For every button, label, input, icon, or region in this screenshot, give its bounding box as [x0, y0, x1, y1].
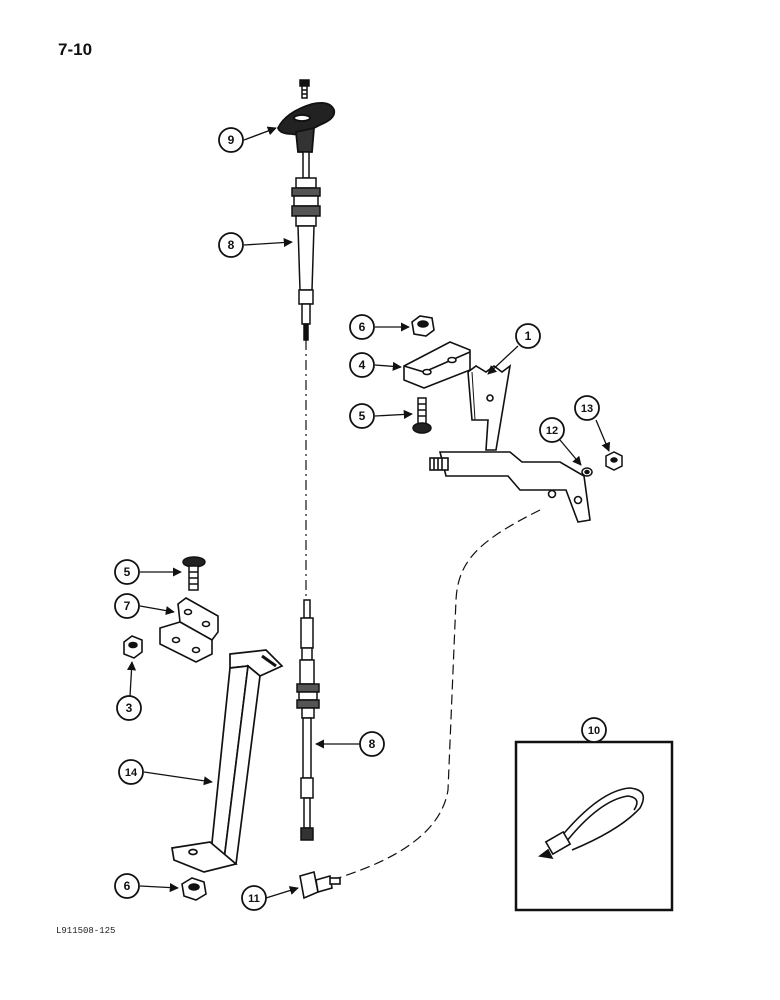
tie-strap-drawing [538, 787, 645, 860]
callout-label: 1 [525, 329, 532, 343]
clamp-plate-drawing [403, 341, 471, 389]
callout-label: 5 [124, 565, 131, 579]
page-number: 7-10 [58, 40, 93, 59]
lower-cable-drawing [296, 599, 320, 841]
callout-label: 8 [369, 737, 376, 751]
left-nut-drawing [123, 635, 143, 659]
callout-7: 7 [114, 593, 140, 619]
callout-label: 3 [126, 701, 133, 715]
leader-lines [126, 126, 611, 899]
cable-route-line [331, 509, 541, 881]
callout-14: 14 [118, 759, 144, 785]
callout-5-top: 5 [349, 403, 375, 429]
washer-and-nut-drawing [581, 451, 623, 477]
callout-1: 1 [515, 323, 541, 349]
callout-label: 8 [228, 238, 235, 252]
callout-label: 6 [124, 879, 131, 893]
callout-3: 3 [116, 695, 142, 721]
figure-code: L911508-125 [56, 926, 116, 936]
callout-label: 10 [588, 725, 600, 737]
callout-8-upper: 8 [218, 232, 244, 258]
callout-label: 4 [359, 358, 366, 372]
callout-13: 13 [574, 395, 600, 421]
callout-10: 10 [581, 717, 607, 743]
callout-label: 7 [124, 599, 131, 613]
callout-label: 5 [359, 409, 366, 423]
callout-9-top: 9 [218, 127, 244, 153]
callout-6-top: 6 [349, 314, 375, 340]
left-bolt-drawing [182, 556, 206, 591]
top-nut-drawing [411, 315, 435, 337]
angle-bracket-drawing [159, 597, 219, 663]
callout-label: 13 [581, 403, 593, 415]
callout-label: 9 [228, 133, 235, 147]
cable-clamp-drawing [299, 870, 341, 900]
callout-label: 12 [546, 425, 558, 437]
bottom-nut-drawing [181, 877, 207, 901]
callout-12: 12 [539, 417, 565, 443]
callout-label: 14 [125, 767, 138, 779]
callout-11: 11 [241, 885, 267, 911]
top-bolt-drawing [412, 397, 432, 434]
callout-label: 6 [359, 320, 366, 334]
callout-4: 4 [349, 352, 375, 378]
top-screw-drawing [299, 79, 310, 99]
callout-5-left: 5 [114, 559, 140, 585]
inset-box [514, 740, 674, 912]
knob-drawing [277, 101, 336, 153]
callout-8-lower: 8 [359, 731, 385, 757]
callout-6-bottom: 6 [114, 873, 140, 899]
support-bracket-drawing [171, 649, 284, 873]
throttle-bracket-drawing [429, 364, 591, 523]
upper-cable-drawing [291, 151, 321, 341]
callout-label: 11 [248, 893, 260, 905]
